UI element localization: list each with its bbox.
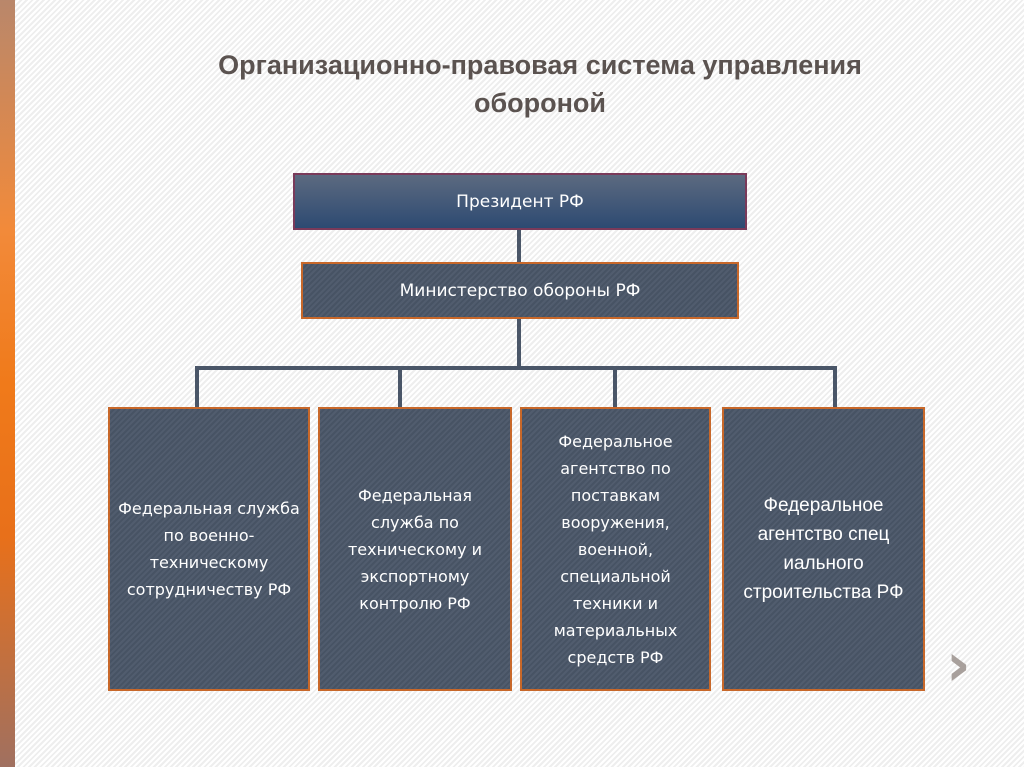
node-military-tech-cooperation: Федеральная служба по военно-техническом… bbox=[108, 407, 310, 691]
node-label: Федеральное агентство по поставкам воору… bbox=[553, 431, 678, 667]
node-label: Федеральная служба по военно-техническом… bbox=[118, 499, 300, 599]
connector-line bbox=[517, 230, 521, 262]
connector-line bbox=[613, 366, 617, 407]
connector-line bbox=[195, 366, 837, 370]
node-label: Федеральное агентство спец иального стро… bbox=[743, 495, 904, 603]
node-label: Федеральная служба по техническому и экс… bbox=[347, 485, 483, 613]
connector-line bbox=[833, 366, 837, 407]
slide-title: Организационно-правовая система управлен… bbox=[218, 50, 862, 118]
node-president: Президент РФ bbox=[293, 173, 747, 230]
node-special-construction-agency: Федеральное агентство спец иального стро… bbox=[722, 407, 925, 691]
node-armament-supply-agency: Федеральное агентство по поставкам воору… bbox=[520, 407, 711, 691]
sidebar-accent-bar bbox=[0, 0, 15, 767]
connector-line bbox=[195, 366, 199, 407]
chevron-right-icon[interactable]: › bbox=[946, 630, 971, 700]
node-ministry: Министерство обороны РФ bbox=[301, 262, 739, 319]
node-tech-export-control: Федеральная служба по техническому и экс… bbox=[318, 407, 512, 691]
connector-line bbox=[398, 366, 402, 407]
connector-line bbox=[517, 319, 521, 369]
